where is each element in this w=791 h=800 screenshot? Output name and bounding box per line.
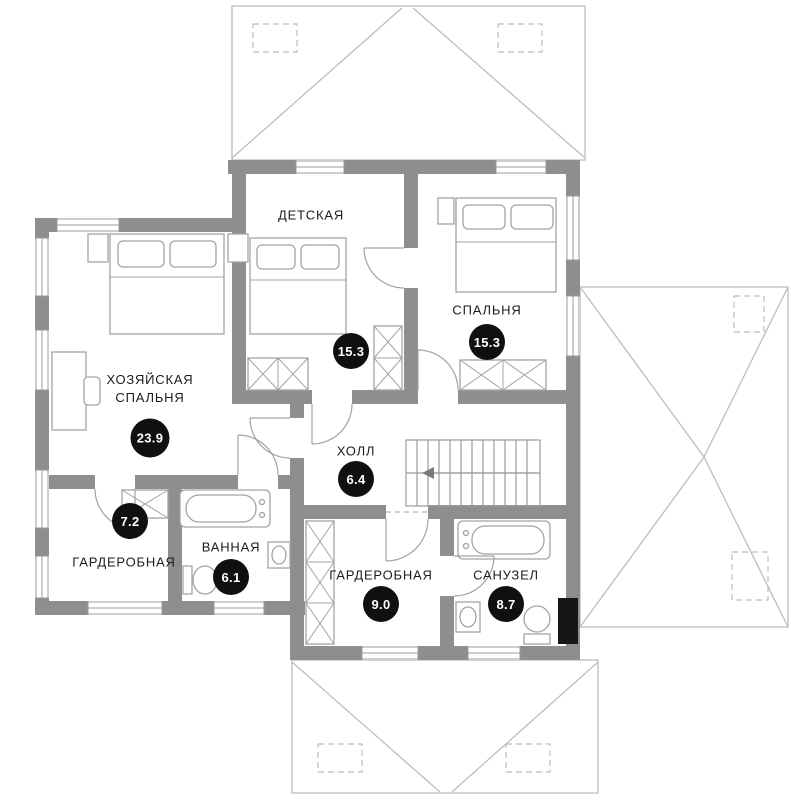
closet-icon xyxy=(305,520,335,645)
window xyxy=(35,329,49,391)
room-area-badge-spalnya: 15.3 xyxy=(469,324,505,360)
room-area-badge-master-bedroom: 23.9 xyxy=(130,418,170,458)
roof-outline-top xyxy=(231,5,586,161)
toilet-icon xyxy=(523,605,551,645)
bed-icon xyxy=(87,233,249,335)
door-arc xyxy=(385,518,429,562)
closet-icon xyxy=(373,325,403,391)
closet-icon xyxy=(247,357,309,391)
door-arc xyxy=(249,417,291,459)
room-area-badge-wardrobe-right: 9.0 xyxy=(363,586,399,622)
window xyxy=(361,646,419,660)
bathtub-icon xyxy=(457,520,551,560)
bed-icon xyxy=(249,237,347,335)
window xyxy=(35,555,49,599)
roof-window xyxy=(252,23,298,53)
room-area-badge-bathroom: 6.1 xyxy=(213,559,249,595)
bed-icon xyxy=(437,197,557,293)
window xyxy=(295,160,345,174)
room-label-wardrobe-left: ГАРДЕРОБНАЯ xyxy=(72,554,176,570)
room-area-badge-sanuzel: 8.7 xyxy=(488,586,524,622)
vent-shaft xyxy=(558,598,578,644)
room-label-sanuzel: САНУЗЕЛ xyxy=(473,567,539,583)
sink-icon xyxy=(267,541,291,569)
window xyxy=(467,646,521,660)
roof-outline-right xyxy=(579,286,789,628)
room-area-badge-wardrobe-left: 7.2 xyxy=(112,503,148,539)
desk-icon xyxy=(51,351,101,431)
window xyxy=(495,160,547,174)
staircase xyxy=(405,439,541,507)
roof-window xyxy=(317,743,363,773)
toilet-icon xyxy=(182,565,218,595)
stairs-direction-arrow xyxy=(422,467,434,479)
window xyxy=(35,237,49,297)
window xyxy=(87,601,163,615)
roof-window xyxy=(733,295,765,333)
roof-window xyxy=(505,743,551,773)
room-area-badge-detskaya: 15.3 xyxy=(333,333,369,369)
door-arc xyxy=(237,434,279,476)
closet-icon xyxy=(459,359,547,391)
window xyxy=(213,601,265,615)
door-arc xyxy=(363,247,405,289)
roof-outline-bottom xyxy=(291,659,599,794)
room-label-hall: ХОЛЛ xyxy=(336,443,376,459)
fixtures xyxy=(51,197,557,645)
door-arc xyxy=(453,555,495,597)
room-label-spalnya: СПАЛЬНЯ xyxy=(452,302,522,318)
door-arc xyxy=(311,403,353,445)
bathtub-icon xyxy=(179,489,271,528)
window xyxy=(35,469,49,529)
window xyxy=(56,218,120,232)
roof-window xyxy=(497,23,543,53)
room-area-badge-hall: 6.4 xyxy=(338,461,374,497)
roof-window xyxy=(731,551,769,601)
sink-icon xyxy=(455,601,481,633)
window xyxy=(566,295,580,357)
windows xyxy=(35,160,580,660)
window xyxy=(566,195,580,261)
door-arc xyxy=(417,349,459,391)
room-label-master-bedroom: ХОЗЯЙСКАЯ СПАЛЬНЯ xyxy=(106,371,194,405)
room-label-detskaya: ДЕТСКАЯ xyxy=(277,207,345,223)
room-label-wardrobe-right: ГАРДЕРОБНАЯ xyxy=(329,567,433,583)
room-label-bathroom: ВАННАЯ xyxy=(201,539,261,555)
